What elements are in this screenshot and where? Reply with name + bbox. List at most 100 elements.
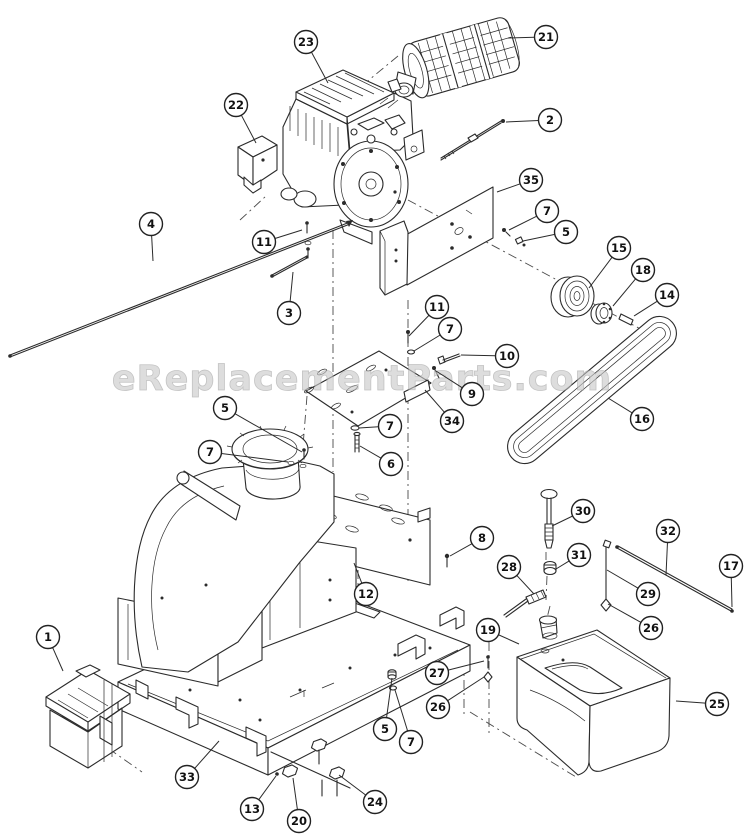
svg-text:19: 19 [480, 623, 496, 637]
svg-text:11: 11 [429, 300, 445, 314]
belt-drawing [507, 315, 677, 465]
callout-12[interactable]: 12 [353, 562, 379, 607]
callout-7[interactable]: 7 [394, 689, 424, 755]
svg-text:7: 7 [206, 445, 214, 459]
svg-text:17: 17 [723, 559, 739, 573]
svg-text:1: 1 [44, 630, 52, 644]
svg-text:7: 7 [446, 322, 454, 336]
callout-31[interactable]: 31 [555, 542, 592, 570]
callout-20[interactable]: 20 [286, 777, 312, 834]
key-drawing [618, 313, 634, 326]
callout-25[interactable]: 25 [675, 691, 730, 717]
callout-4[interactable]: 4 [138, 211, 164, 262]
callout-13[interactable]: 13 [239, 775, 277, 822]
svg-text:26: 26 [643, 621, 659, 635]
callout-24[interactable]: 24 [338, 774, 388, 815]
fasteners-hardware-drawing [270, 221, 526, 797]
callout-14[interactable]: 14 [633, 282, 680, 317]
svg-text:29: 29 [640, 587, 656, 601]
svg-text:7: 7 [386, 419, 394, 433]
callout-7[interactable]: 7 [413, 316, 463, 352]
callout-2[interactable]: 2 [505, 107, 563, 133]
long-control-rod-drawing [8, 220, 353, 358]
callout-26[interactable]: 26 [607, 603, 664, 641]
callout-30[interactable]: 30 [551, 498, 596, 527]
callout-9[interactable]: 9 [435, 370, 485, 407]
callout-8[interactable]: 8 [449, 525, 495, 557]
svg-text:24: 24 [367, 795, 383, 809]
callout-26[interactable]: 26 [425, 676, 485, 720]
svg-text:28: 28 [501, 560, 517, 574]
callout-7[interactable]: 7 [508, 198, 560, 231]
callout-17[interactable]: 17 [718, 553, 744, 608]
callout-33[interactable]: 33 [174, 740, 220, 790]
fuel-neck-drawing [538, 615, 558, 640]
callout-28[interactable]: 28 [496, 554, 535, 595]
crank-pulley-drawing [550, 275, 595, 318]
mount-plate-drawing [379, 186, 494, 296]
svg-text:12: 12 [358, 587, 374, 601]
svg-text:35: 35 [523, 173, 539, 187]
svg-text:3: 3 [285, 306, 293, 320]
shield-bracket-drawing [237, 135, 278, 194]
callout-10[interactable]: 10 [460, 343, 520, 369]
callout-35[interactable]: 35 [496, 167, 544, 193]
callout-11[interactable]: 11 [251, 229, 303, 255]
svg-text:6: 6 [387, 457, 395, 471]
callout-34[interactable]: 34 [424, 389, 465, 434]
callout-5[interactable]: 5 [372, 677, 398, 742]
callout-19[interactable]: 19 [475, 617, 520, 645]
callout-3[interactable]: 3 [276, 271, 302, 326]
svg-text:11: 11 [256, 235, 272, 249]
muffler-drawing [387, 17, 520, 99]
callout-18[interactable]: 18 [612, 257, 656, 307]
callout-29[interactable]: 29 [606, 569, 661, 607]
battery-box-drawing [45, 664, 131, 769]
svg-text:5: 5 [221, 401, 229, 415]
small-pulley-drawing [590, 302, 613, 325]
svg-text:5: 5 [381, 722, 389, 736]
svg-text:2: 2 [546, 113, 554, 127]
callout-5[interactable]: 5 [522, 219, 579, 245]
callout-1[interactable]: 1 [35, 624, 64, 672]
svg-text:20: 20 [291, 814, 307, 828]
engine-drawing [280, 69, 425, 245]
callout-21[interactable]: 21 [507, 24, 559, 50]
svg-text:31: 31 [571, 548, 587, 562]
callout-5[interactable]: 5 [212, 395, 303, 453]
callout-27[interactable]: 27 [424, 660, 485, 686]
callout-32[interactable]: 32 [655, 518, 681, 576]
throttle-rod-drawing [440, 119, 505, 161]
callout-23[interactable]: 23 [293, 29, 329, 84]
svg-text:13: 13 [244, 802, 260, 816]
support-rod-drawing [615, 545, 734, 613]
callout-7[interactable]: 7 [358, 413, 403, 439]
svg-text:16: 16 [634, 412, 650, 426]
callout-7[interactable]: 7 [197, 439, 289, 465]
svg-text:22: 22 [228, 98, 244, 112]
svg-text:9: 9 [468, 387, 476, 401]
svg-text:18: 18 [635, 263, 651, 277]
callout-15[interactable]: 15 [588, 235, 632, 289]
svg-text:10: 10 [499, 349, 515, 363]
svg-text:27: 27 [429, 666, 445, 680]
retainer-wire-drawing [600, 539, 612, 612]
svg-text:30: 30 [575, 504, 591, 518]
callout-11[interactable]: 11 [408, 294, 450, 337]
svg-text:15: 15 [611, 241, 627, 255]
svg-text:26: 26 [430, 700, 446, 714]
svg-text:4: 4 [147, 217, 155, 231]
svg-text:33: 33 [179, 770, 195, 784]
fuel-tank-drawing [516, 629, 671, 776]
fuel-fitting-drawing [503, 589, 547, 618]
svg-text:7: 7 [543, 204, 551, 218]
lock-nut-drawing [543, 560, 557, 576]
svg-text:8: 8 [478, 531, 486, 545]
callout-22[interactable]: 22 [223, 92, 257, 144]
svg-text:14: 14 [659, 288, 675, 302]
callout-6[interactable]: 6 [359, 445, 404, 477]
callout-16[interactable]: 16 [607, 397, 655, 432]
